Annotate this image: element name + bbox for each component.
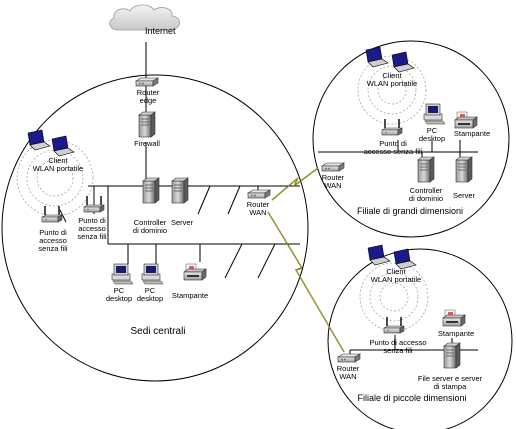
- wan-link-small: [267, 211, 345, 353]
- small-file-server-icon: [443, 342, 461, 369]
- hq-wlan-zone: [16, 139, 94, 217]
- large-domain-controller-icon: [417, 156, 435, 183]
- hq-printer-label: Stampante: [172, 291, 208, 300]
- small-branch-title: Filiale di piccole dimensioni: [357, 393, 466, 403]
- wan-link-large: [271, 167, 319, 201]
- internet-cloud-icon: [109, 4, 180, 31]
- large-printer-label: Stampante: [454, 129, 490, 138]
- large-branch-title: Filiale di grandi dimensioni: [357, 206, 463, 216]
- hq-server-label: Server: [171, 218, 194, 227]
- router-edge-icon: [135, 77, 159, 87]
- small-printer-label: Stampante: [438, 329, 474, 338]
- firewall-icon: [138, 111, 156, 138]
- hq-title: Sedi centrali: [130, 326, 185, 337]
- hq-circle: [1, 74, 309, 382]
- firewall-label: Firewall: [134, 139, 160, 148]
- hq-router-wan-icon: [247, 189, 271, 199]
- large-router-wan-icon: [321, 162, 345, 172]
- large-server-label: Server: [453, 191, 476, 200]
- hq-domain-controller-icon: [142, 177, 160, 204]
- large-branch-links: [318, 140, 478, 160]
- large-server-icon: [455, 156, 473, 183]
- hq-server-icon: [171, 177, 189, 204]
- large-branch-wlan-zone: [357, 55, 427, 125]
- large-branch-circle: [312, 40, 510, 238]
- small-router-wan-icon: [337, 353, 361, 363]
- small-branch-circle: [327, 248, 513, 429]
- hq-links: [59, 42, 300, 279]
- internet-label: Internet: [145, 26, 176, 36]
